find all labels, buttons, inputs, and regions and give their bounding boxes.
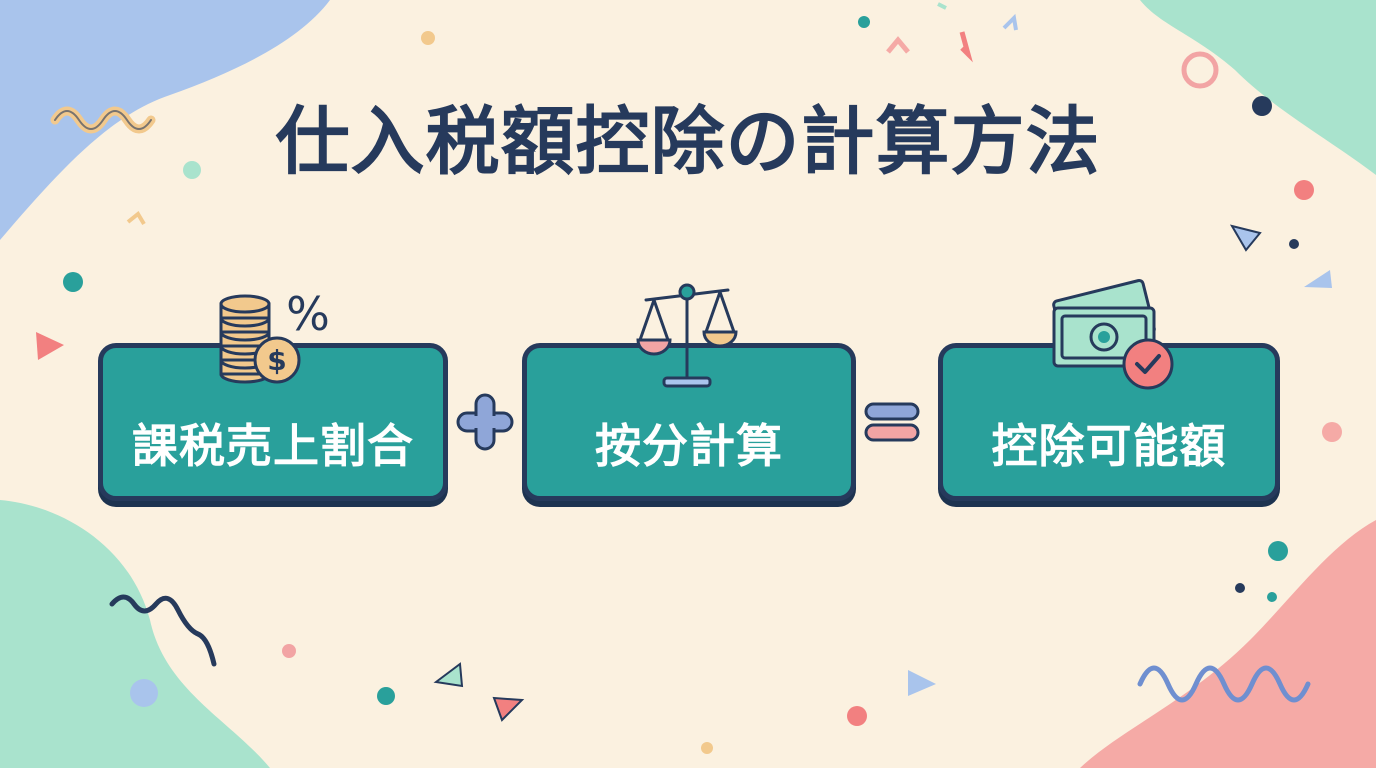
squiggle-bottom-right: [1137, 665, 1311, 703]
page-title: 仕入税額控除の計算方法: [275, 99, 1101, 185]
step-box-deductible-amount: 控除可能額: [938, 343, 1280, 501]
step-box-apportionment: 按分計算: [522, 343, 856, 501]
step-label: 按分計算: [595, 419, 783, 473]
blob-bottom-right: [1080, 520, 1376, 768]
svg-text:%: %: [286, 287, 330, 341]
blob-top-right: [1140, 0, 1376, 175]
blob-bottom-left: [0, 500, 270, 768]
squiggle-bottom-left: [109, 594, 217, 667]
plus-operator: [456, 393, 514, 451]
step-label: 課税売上割合: [132, 419, 414, 473]
step-label: 控除可能額: [991, 419, 1227, 473]
coins-percent-icon: $ %: [219, 287, 330, 384]
blob-top-left: [0, 0, 330, 240]
banknotes-check-icon: [1052, 279, 1174, 390]
equals-operator: [864, 402, 920, 442]
balance-scale-icon: [636, 283, 738, 388]
squiggle-top-left-outline: [54, 110, 152, 130]
svg-text:$: $: [267, 344, 286, 377]
